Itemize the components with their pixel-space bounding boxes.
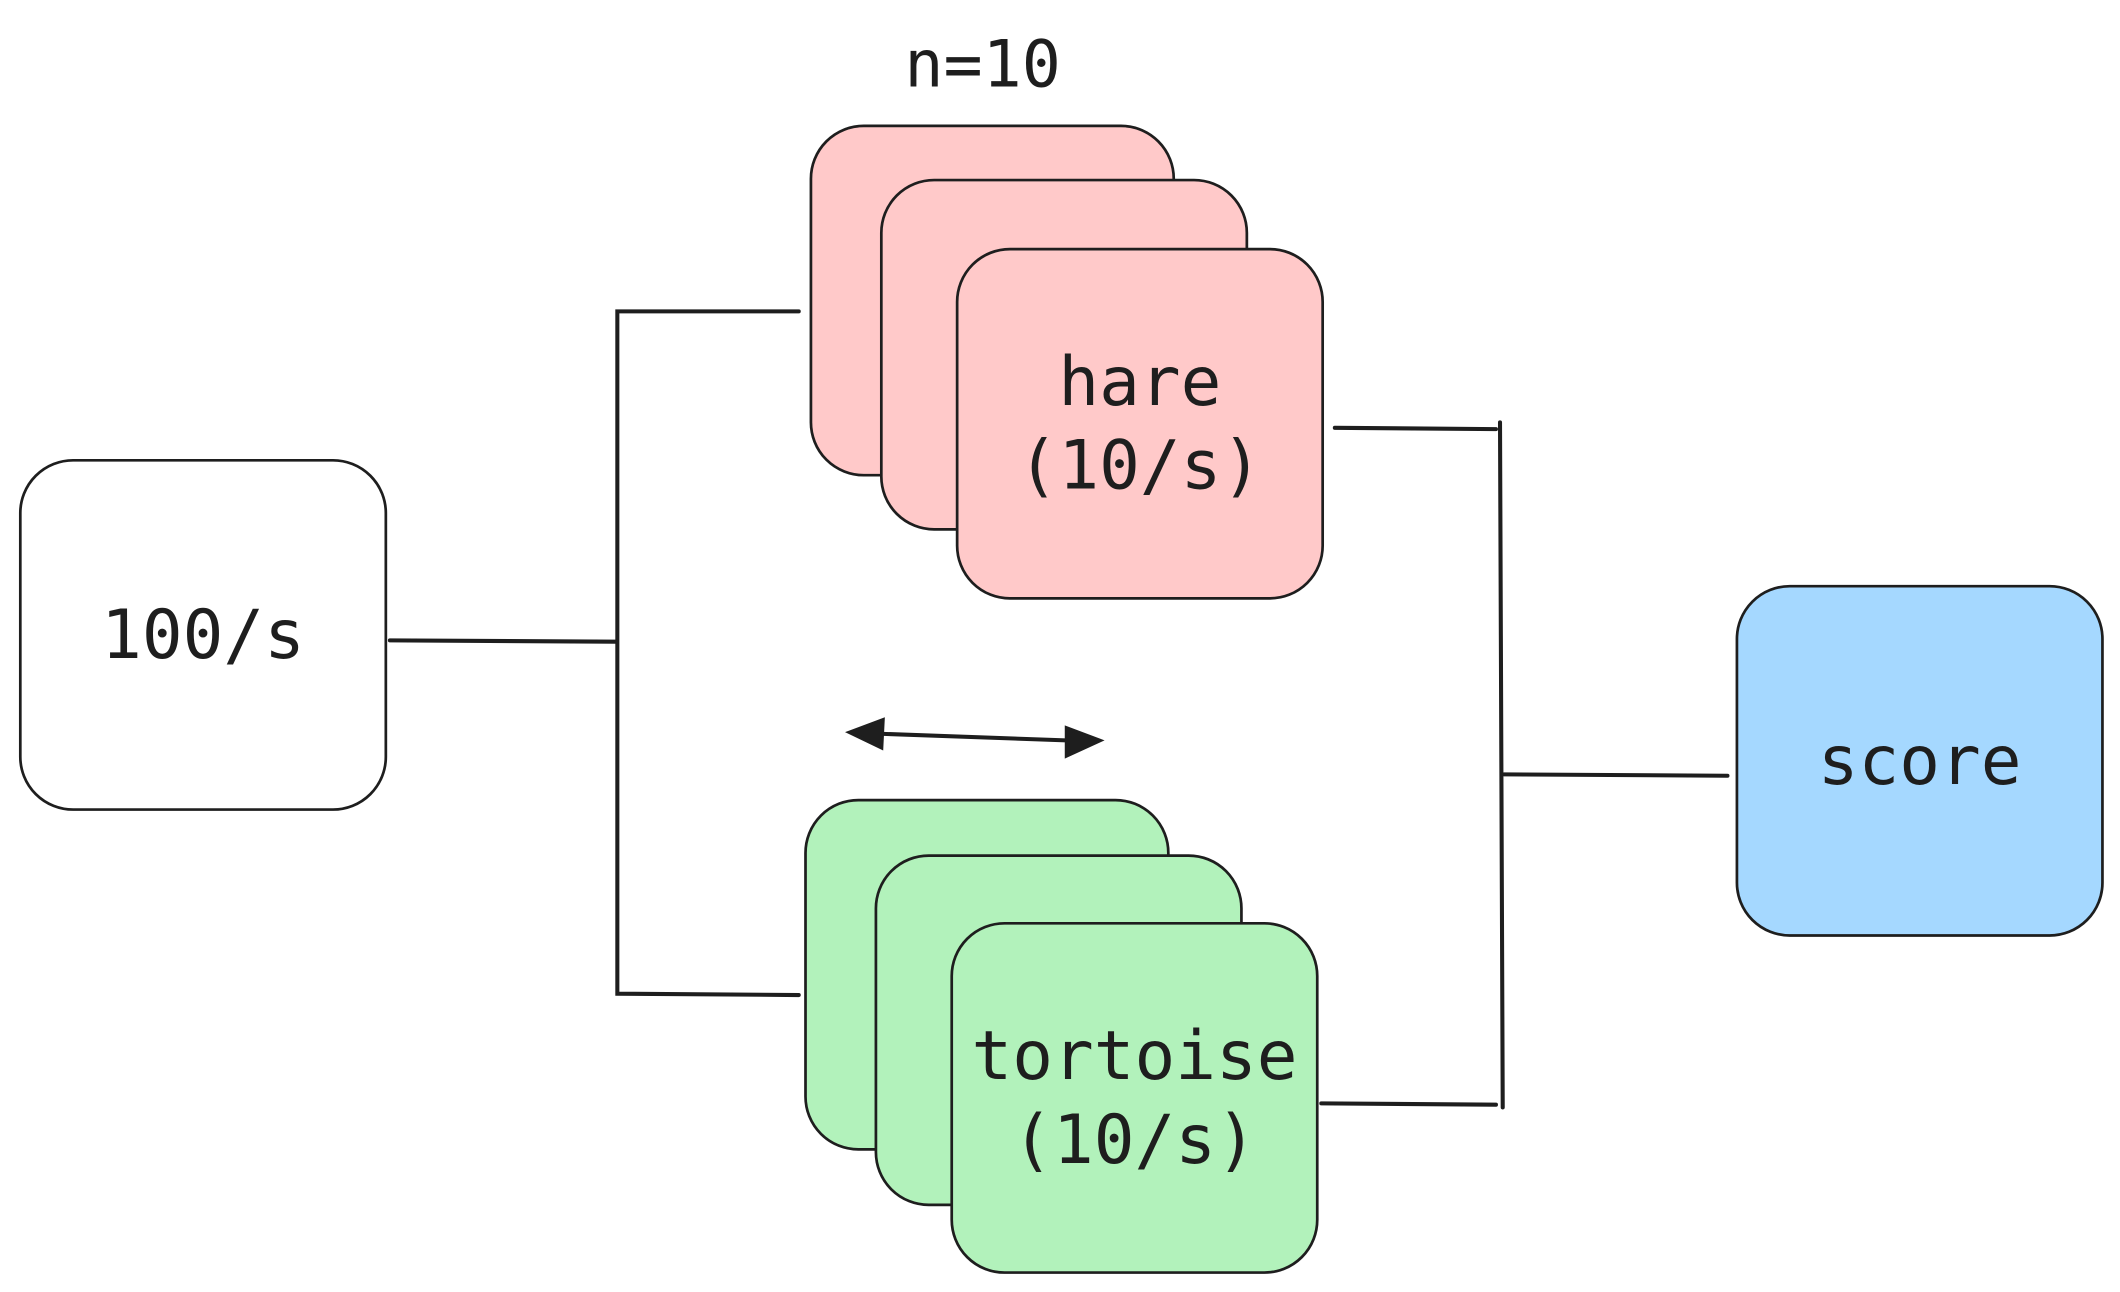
hare-rate: (10/s)	[1017, 426, 1263, 505]
right-merge-bus	[1497, 420, 1505, 1110]
hare-worker-box: hare (10/s)	[955, 247, 1325, 600]
left-branch-bracket	[615, 309, 801, 998]
score-label: score	[1817, 721, 2022, 801]
tortoise-name: tortoise	[971, 1016, 1298, 1096]
source-rate-label: 100/s	[101, 595, 305, 675]
tortoise-worker-box: tortoise (10/s)	[950, 921, 1319, 1274]
tortoise-rate: (10/s)	[1012, 1100, 1257, 1180]
double-arrow-icon	[845, 717, 1105, 759]
source-rate-box: 100/s	[18, 458, 388, 811]
score-box: score	[1735, 584, 2104, 937]
hare-connector	[1332, 425, 1498, 432]
hare-name: hare	[1058, 342, 1222, 422]
tortoise-connector	[1319, 1101, 1498, 1107]
instance-count-label: n=10	[904, 27, 1061, 103]
score-connector	[1502, 772, 1730, 778]
source-connector	[387, 638, 619, 644]
